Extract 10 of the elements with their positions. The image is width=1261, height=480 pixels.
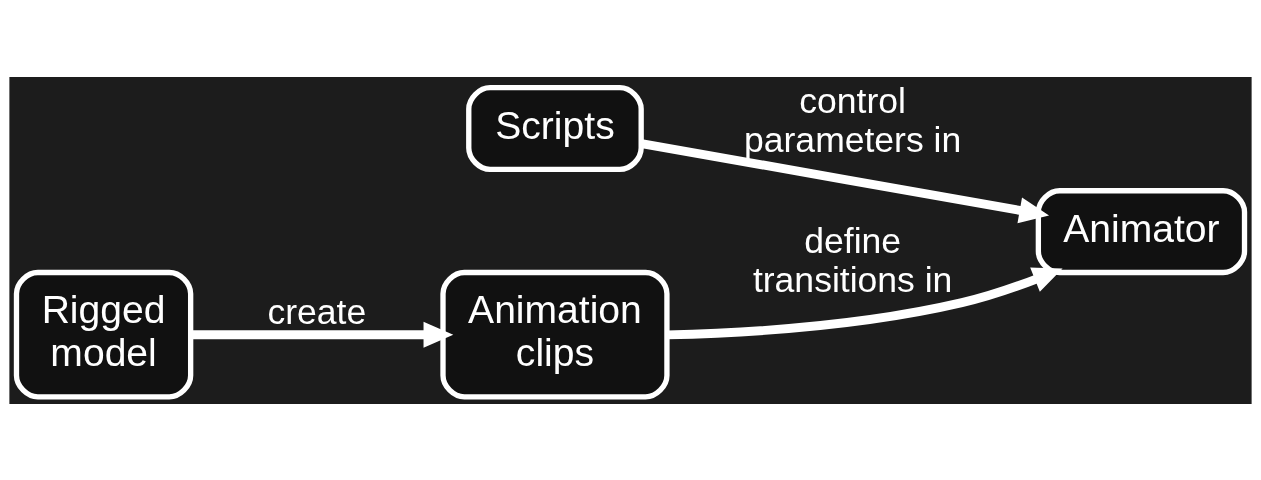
- node-box: Scripts: [466, 84, 644, 172]
- edge-label: define transitions in: [752, 220, 953, 300]
- node-box: Rigged model: [13, 269, 194, 400]
- node-box: Animator: [1035, 187, 1248, 275]
- arrow: [667, 267, 1063, 339]
- edge-label: control parameters in: [744, 80, 962, 160]
- node-box: Animation clips: [440, 269, 670, 400]
- edge-label: create: [267, 291, 367, 332]
- arrow: [640, 138, 1050, 223]
- arrow: [191, 321, 454, 348]
